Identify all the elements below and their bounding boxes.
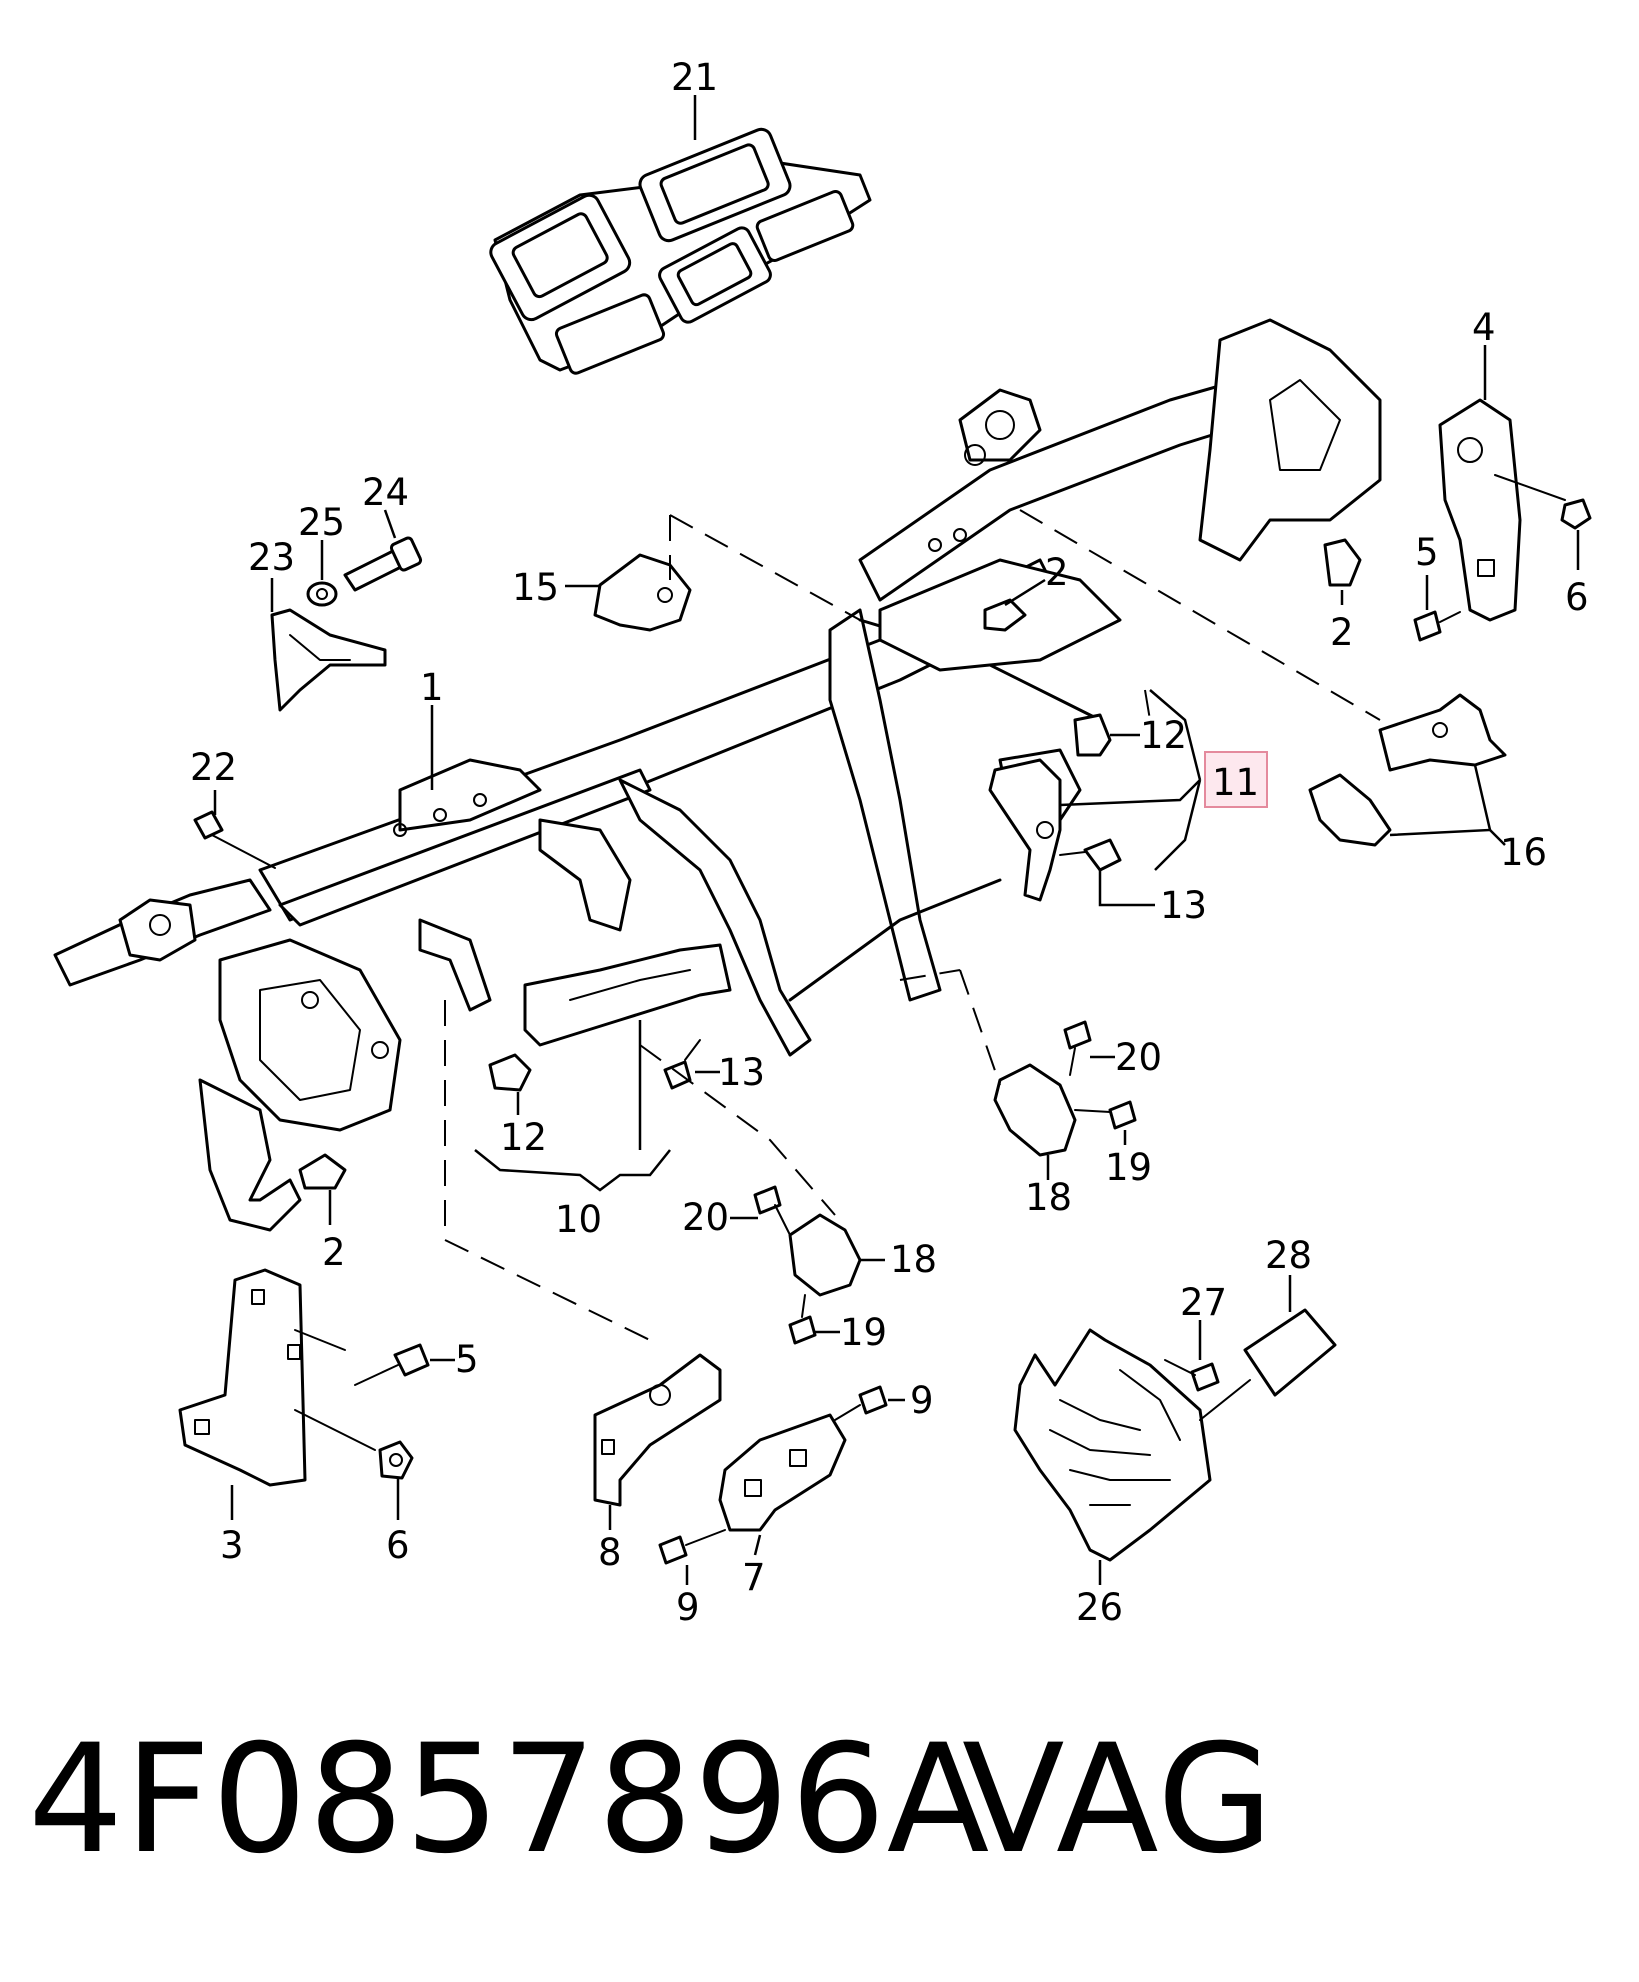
callout-1: 1 [420, 666, 444, 709]
part-2-clip-nut-c [298, 1153, 347, 1225]
callout-6-right: 6 [1565, 576, 1589, 619]
callout-12-upper: 12 [1140, 714, 1187, 757]
callout-24: 24 [362, 471, 409, 514]
assembly-dash-lines [444, 509, 1381, 1346]
callout-20-center: 20 [682, 1196, 729, 1239]
callout-19-right: 19 [1105, 1146, 1152, 1189]
callout-18-center: 18 [890, 1238, 937, 1281]
part-11-assembly [988, 689, 1202, 902]
part-13-bolt-center [663, 1039, 720, 1090]
part-5-bolt-right [1413, 575, 1461, 642]
callout-16: 16 [1500, 831, 1547, 874]
part-4-bracket [1438, 345, 1566, 622]
part-26-cover [1013, 1328, 1212, 1585]
callout-23: 23 [248, 536, 295, 579]
callout-19-center: 19 [840, 1311, 887, 1354]
part-6-nut-right [1560, 498, 1592, 570]
callout-25: 25 [298, 501, 345, 544]
callout-21: 21 [671, 56, 718, 99]
part-13-bolt-upper [1059, 838, 1155, 907]
part-22-bolt [193, 790, 276, 869]
part-16-bracket [1308, 693, 1507, 847]
callout-5-left: 5 [455, 1338, 479, 1381]
part-7-plate [718, 1413, 847, 1556]
callout-27: 27 [1180, 1281, 1227, 1324]
part-9-bolt-lower [658, 1529, 726, 1585]
part-5-bolt-left [354, 1343, 455, 1386]
callout-22: 22 [190, 746, 237, 789]
part-12-clip-upper [1073, 713, 1140, 757]
callout-8: 8 [598, 1531, 622, 1574]
part-15-bracket [565, 553, 692, 632]
callout-9-lower: 9 [676, 1586, 700, 1629]
part-27-bolt [1164, 1320, 1220, 1392]
part-25-washer [306, 540, 338, 607]
part-8-bracket [593, 1353, 722, 1530]
callout-2-right: 2 [1330, 611, 1354, 654]
part-1-cross-car-beam [53, 318, 1382, 1232]
part-18-bracket-center [788, 1213, 885, 1297]
part-23-bracket [270, 578, 387, 712]
part-18-bracket-right [993, 1063, 1077, 1180]
part-3-bracket [178, 1268, 376, 1520]
part-9-bolt-upper [834, 1385, 905, 1421]
part-2-clip-nut-a [983, 578, 1046, 632]
callout-20-right: 20 [1115, 1036, 1162, 1079]
part-10-bracket [474, 943, 732, 1192]
part-28-pad [1199, 1275, 1337, 1421]
callout-2-upper: 2 [1045, 551, 1069, 594]
part-20-bolt-right [1063, 1020, 1115, 1076]
callout-13-center: 13 [718, 1051, 765, 1094]
part-6-nut-left [378, 1440, 414, 1520]
callout-6-left: 6 [386, 1524, 410, 1567]
part-19-bolt-center [788, 1294, 840, 1345]
part-20-bolt-center [730, 1185, 791, 1236]
callout-3: 3 [220, 1524, 244, 1567]
callout-4: 4 [1472, 306, 1496, 349]
brand-label: VAG [962, 1713, 1275, 1887]
callout-7: 7 [742, 1556, 766, 1599]
callout-labels: 21 24 25 23 15 2 4 5 2 6 1 12 11 22 16 1… [190, 56, 1589, 1629]
callout-2-left: 2 [322, 1231, 346, 1274]
callout-28: 28 [1265, 1234, 1312, 1277]
callout-15: 15 [512, 566, 559, 609]
parts-diagram: 21 24 25 23 15 2 4 5 2 6 1 12 11 22 16 1… [53, 56, 1592, 1629]
callout-5-right: 5 [1415, 531, 1439, 574]
callout-18-right: 18 [1025, 1176, 1072, 1219]
callout-26: 26 [1076, 1586, 1123, 1629]
part-2-clip-nut-b [1323, 538, 1362, 605]
part-24-bolt [343, 509, 423, 592]
part-21-vent-duct [489, 95, 872, 375]
callout-10: 10 [555, 1198, 602, 1241]
part-19-bolt-right [1074, 1100, 1137, 1145]
part-number-label: 4F0857896A [28, 1713, 991, 1887]
callout-12-center: 12 [500, 1116, 547, 1159]
part-12-clip-center [488, 1053, 532, 1115]
callout-9-upper: 9 [910, 1379, 934, 1422]
callout-11: 11 [1212, 761, 1259, 804]
callout-13-upper: 13 [1160, 884, 1207, 927]
highlight-box-11 [1204, 751, 1268, 808]
